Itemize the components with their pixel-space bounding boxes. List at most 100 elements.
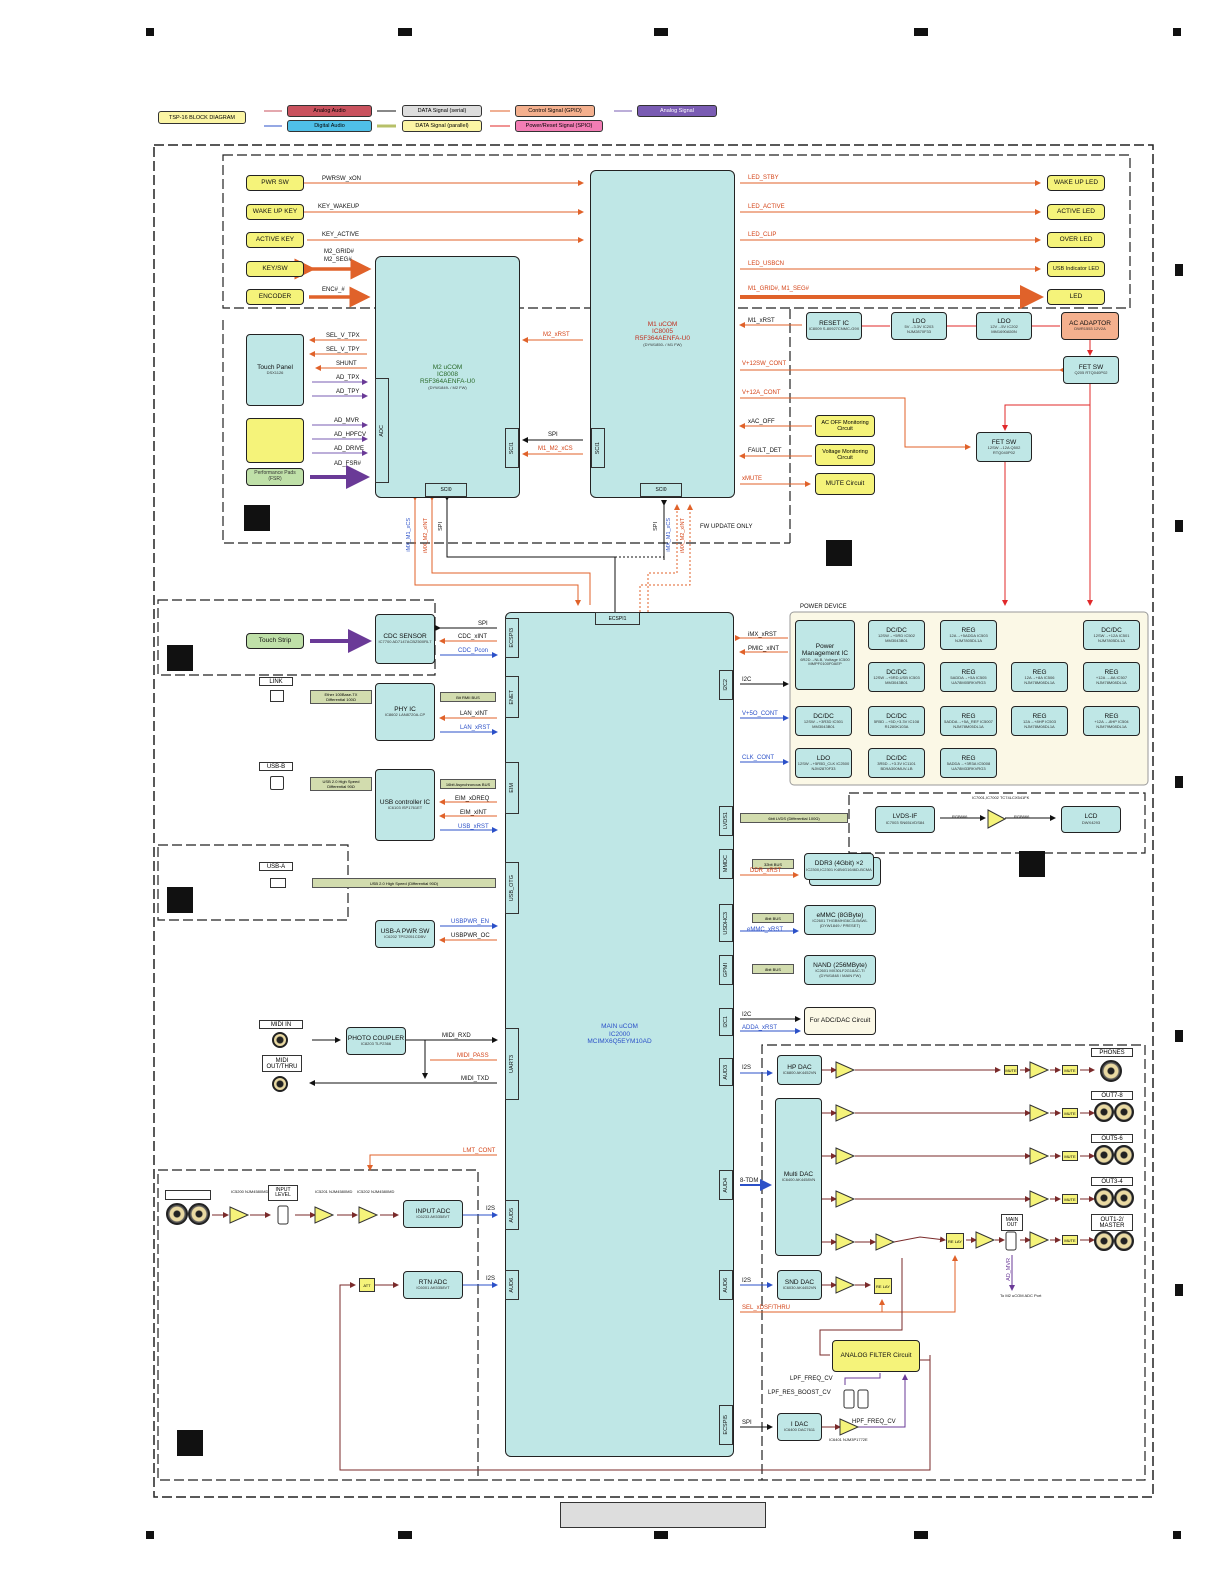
amplifier-icon	[839, 1418, 860, 1436]
sig-addarst: ADDA_xRST	[742, 1025, 778, 1031]
sig-addrive: AD_DRIVE	[334, 446, 365, 452]
port-usbotg: USB_OTG	[505, 862, 519, 914]
amplifier-icon	[835, 1190, 856, 1208]
corner-mark	[398, 1531, 412, 1539]
port-aud4: AUD4	[719, 1170, 733, 1200]
m2-ucom-box: M2 uCOM IC8008 R5F364AENFA-U0 (DYW1849- …	[375, 256, 520, 498]
corner-mark	[146, 28, 154, 36]
usb-a-bus: USB 2.0 High Speed (Differential 90Ω)	[312, 878, 496, 888]
sig-cdc-spi: SPI	[478, 621, 488, 627]
sig-faultdet: FAULT_DET	[748, 448, 782, 454]
usb-b-port-icon	[270, 776, 284, 790]
sig-i2s-hp: I2S	[742, 1065, 752, 1071]
key-sw-box: KEY/SW	[246, 261, 304, 277]
corner-mark	[1175, 520, 1183, 532]
sig-eimdreq: EIM_xDREQ	[455, 796, 490, 802]
midi-in-jack-icon	[272, 1032, 288, 1048]
sig-i2c-adda: I2C	[742, 1012, 752, 1018]
out2-jack-icon	[1094, 1231, 1114, 1251]
sig-ledact: LED_ACTIVE	[748, 204, 785, 210]
port-aud5: AUD5	[505, 1200, 519, 1230]
amplifier-icon	[1029, 1231, 1050, 1249]
encoder-box: ENCODER	[246, 289, 304, 305]
m1-sci0-port: SCI0	[640, 483, 682, 497]
sig-m1grid: M1_GRID#, M1_SEG#	[748, 286, 810, 292]
analog-filter-box: ANALOG FILTER Circuit	[832, 1340, 920, 1372]
sig-m1m2cs: M1_M2_xCS	[538, 446, 573, 452]
reg-box-7: REG+12A→-8HP IC504 NJM79M08DL1A	[1083, 706, 1140, 736]
page-number-box	[560, 1502, 766, 1528]
sig-enc: ENC#_#	[322, 287, 345, 293]
section-marker	[244, 505, 270, 531]
input-jack-icon-l	[166, 1203, 188, 1225]
amplifier-icon	[1029, 1061, 1050, 1079]
emmc-box: eMMC (8GByte)IC2601 THGBMHG6C1LBAWL (DYW…	[804, 905, 876, 935]
mute-box-out56: MUTE	[1062, 1151, 1078, 1161]
phones-jack-icon	[1100, 1060, 1122, 1082]
out7-jack-icon	[1114, 1102, 1134, 1122]
sig-v5ocont: V+5O_CONT	[742, 711, 778, 717]
sig-m2rst: M2_xRST	[543, 332, 570, 338]
active-led-box: ACTIVE LED	[1047, 204, 1105, 220]
to-m2-ucom-note: To M2 uCOM ADC Port	[1000, 1293, 1042, 1298]
amplifier-icon	[835, 1104, 856, 1122]
sig-midipass: MIDI_PASS	[457, 1053, 489, 1059]
port-aud6: AUD6	[505, 1270, 519, 1300]
sig-usbrst: USB_xRST	[458, 824, 489, 830]
led-box: LED	[1047, 289, 1105, 305]
port-usdhc3: USDHC3	[719, 904, 733, 942]
sig-shunt: SHUNT	[336, 361, 357, 367]
amplifier-icon	[314, 1206, 335, 1224]
sig-ledclip: LED_CLIP	[748, 232, 777, 238]
port-ecspi1: ECSPI1	[595, 612, 640, 625]
lan-port-icon	[270, 690, 284, 702]
wake-up-key-box: WAKE UP KEY	[246, 204, 304, 220]
mute-box-out34: MUTE	[1062, 1194, 1078, 1204]
sig-lanrst: LAN_xRST	[460, 725, 491, 731]
corner-mark	[1175, 776, 1183, 788]
amplifier-icon	[835, 1276, 856, 1294]
reg-box-4: REG+12A→-8A IC507 NJM78M08DL1A	[1083, 662, 1140, 692]
port-ecspi5: ECSPI5	[719, 1405, 733, 1445]
sig-lmtcont: LMT_CONT	[463, 1148, 496, 1154]
performance-pads-box: Performance Pads(FSR)	[246, 468, 304, 486]
port-mmdc: MMDC	[719, 849, 733, 879]
corner-mark	[146, 1531, 154, 1539]
amplifier-icon	[835, 1061, 856, 1079]
sig-selvtpy: SEL_V_TPY	[326, 347, 360, 353]
amplifier-icon	[875, 1233, 896, 1251]
out3-jack-icon	[1114, 1188, 1134, 1208]
legend-data-serial: DATA Signal (serial)	[402, 105, 482, 117]
active-key-box: ACTIVE KEY	[246, 232, 304, 248]
section-marker	[826, 540, 852, 566]
sig-usbpwren: USBPWR_EN	[451, 919, 490, 925]
port-aud6-right: AUD6	[719, 1270, 733, 1300]
usb-a-port-icon	[270, 878, 286, 888]
mute-box-out78: MUTE	[1062, 1108, 1078, 1118]
sig-cdcpcon: CDC_Pcon	[458, 648, 489, 654]
sig-i2s-left2: I2S	[486, 1276, 496, 1282]
sig-usbpwroc: USBPWR_OC	[451, 933, 490, 939]
fw-update-note: FW UPDATE ONLY	[700, 524, 753, 530]
corner-mark	[914, 1531, 928, 1539]
port-uart3: UART3	[505, 1028, 519, 1100]
ic5202-label: IC5202 NJM4580MD	[357, 1189, 395, 1194]
